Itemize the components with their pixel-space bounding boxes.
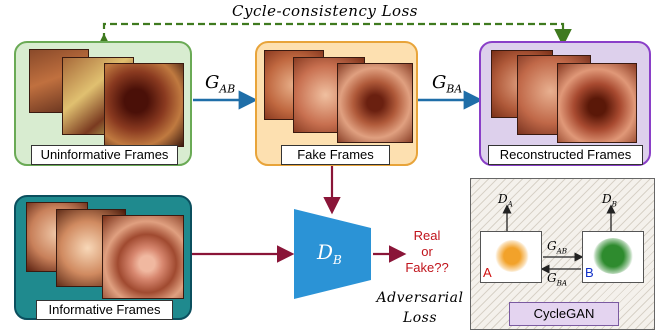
domain-b-box <box>582 231 644 283</box>
cyclegan-inset: DA DB GAB GBA A B CycleGAN <box>470 178 655 330</box>
adversarial-loss-text: Adversarial Loss <box>370 288 470 328</box>
reconstructed-frames-label: Reconstructed Frames <box>488 145 643 165</box>
cycle-loss-arrow <box>95 22 572 51</box>
informative-frames-box <box>14 195 192 320</box>
domain-a-box <box>480 231 542 283</box>
output-line-2: or <box>421 244 433 259</box>
informative-frame-3 <box>102 215 184 299</box>
adversarial-line-2: Loss <box>402 310 438 326</box>
discriminator-label: DB <box>317 240 342 267</box>
uninformative-frames-box <box>14 41 192 166</box>
fake-frame-3 <box>337 63 413 143</box>
reconstructed-frame-3 <box>557 63 637 143</box>
cyclegan-caption: CycleGAN <box>509 302 619 326</box>
real-or-fake-text: Real or Fake?? <box>403 228 451 276</box>
g-ab-label: GAB <box>205 72 236 96</box>
inset-g-ab-label: GAB <box>547 239 568 256</box>
output-line-1: Real <box>413 228 441 243</box>
domain-b-label: B <box>585 265 594 280</box>
inset-arrows <box>502 204 616 274</box>
d-a-label: DA <box>498 192 513 209</box>
cycle-consistency-title: Cycle-consistency Loss <box>232 2 418 20</box>
g-ba-label: GBA <box>432 72 463 96</box>
output-line-3: Fake?? <box>405 260 449 275</box>
endoscopy-frame-3 <box>104 63 184 147</box>
adversarial-line-1: Adversarial <box>376 290 464 306</box>
informative-frames-label: Informative Frames <box>36 300 173 320</box>
domain-a-label: A <box>483 265 492 280</box>
uninformative-frames-label: Uninformative Frames <box>31 145 178 165</box>
domain-a-cluster <box>495 240 529 272</box>
fake-frames-label: Fake Frames <box>281 145 390 165</box>
d-b-label: DB <box>602 192 617 209</box>
discriminator-shape <box>294 209 371 299</box>
inset-g-ba-label: GBA <box>547 271 568 288</box>
domain-b-cluster <box>593 238 633 274</box>
